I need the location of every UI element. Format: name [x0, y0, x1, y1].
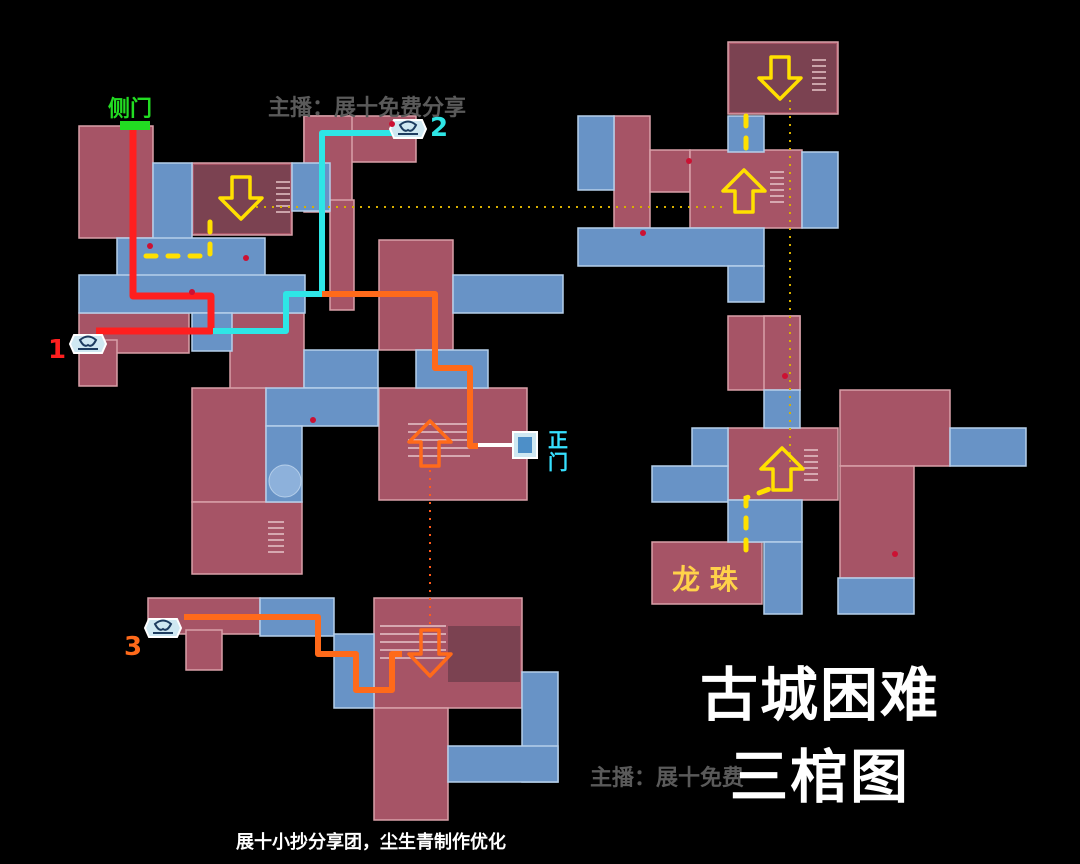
coffin-2-label: 2: [430, 113, 449, 143]
route-2-cyan: [213, 130, 396, 334]
route-1-red: [96, 128, 215, 335]
side-gate-label: 侧门: [108, 97, 153, 122]
coffin-3-icon: [144, 618, 182, 638]
main-gate-icon: [512, 431, 538, 459]
yellow-arrows: [218, 55, 805, 492]
orange-arrows: [407, 419, 453, 678]
arrow-down-icon: [218, 175, 264, 221]
route-3-orange: [184, 614, 402, 693]
map-title-line-1: 古城困难: [700, 661, 941, 729]
side-gate-marker: [120, 121, 150, 130]
watermark-bottom: 主播：展十免费: [590, 766, 745, 791]
coffin-1-label: 1: [48, 335, 67, 365]
dragon-pearl-label: 龙 珠: [672, 563, 738, 596]
main-gate-label-top: 正: [548, 428, 568, 452]
dotted-links: [256, 100, 791, 628]
route-main-orange: [322, 291, 478, 449]
red-markers: [147, 121, 898, 557]
yellow-dash-paths: [139, 113, 775, 553]
map-title-line-2: 三棺图: [730, 743, 911, 811]
spiral-stair-icon: [268, 464, 302, 498]
coffin-3-label: 3: [124, 632, 143, 662]
arrow-up-icon: [721, 168, 767, 214]
credit-text: 展十小抄分享团，尘生青制作优化: [236, 832, 506, 853]
arrow-up-icon: [407, 419, 453, 468]
coffin-2-icon: [389, 119, 427, 139]
arrow-down-icon: [407, 628, 453, 678]
arrow-up-icon: [759, 446, 805, 492]
main-gate-label-bottom: 门: [548, 450, 568, 474]
arrow-down-icon: [757, 55, 803, 101]
watermark-top: 主播：展十免费分享: [268, 96, 467, 121]
coffin-1-icon: [69, 334, 107, 354]
